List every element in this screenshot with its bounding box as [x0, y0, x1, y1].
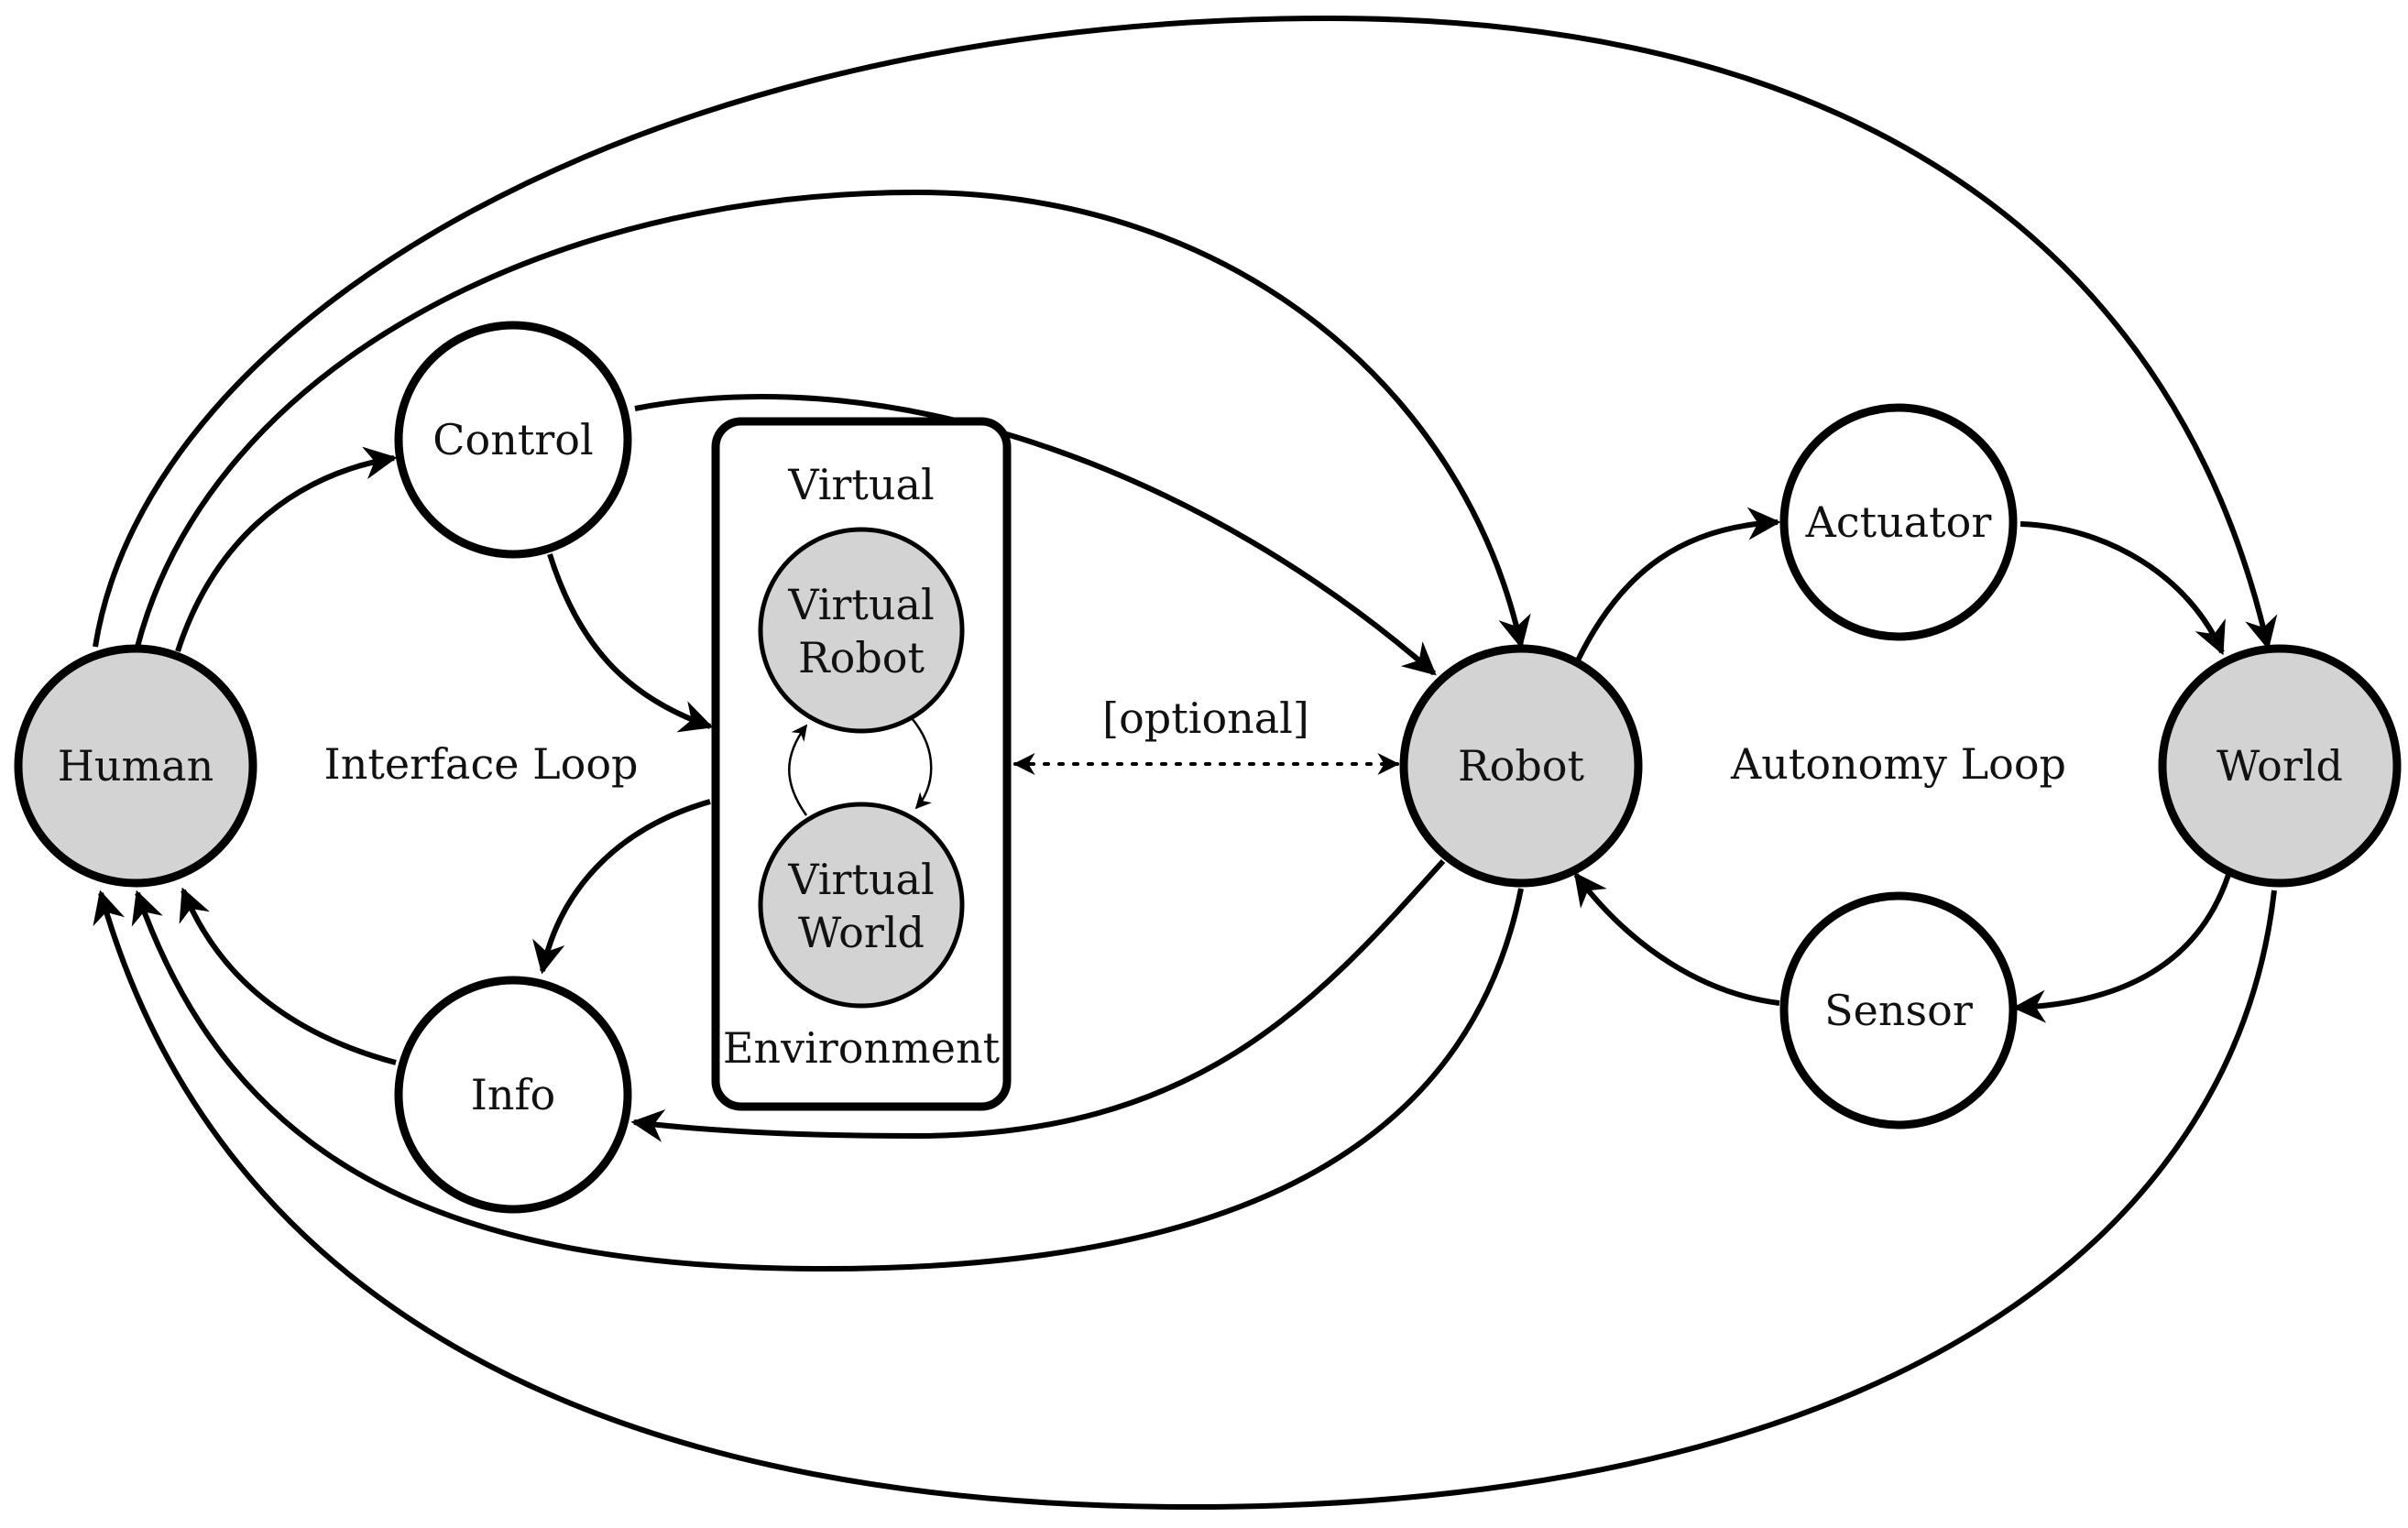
virtual-robot-label-line1: Virtual [787, 580, 934, 629]
virtual-robot-label-line2: Robot [798, 633, 925, 682]
human-label: Human [58, 741, 213, 791]
edge-control-robot [634, 393, 1437, 676]
control-node [394, 321, 632, 559]
edge-info-human [179, 887, 397, 1065]
edge-environment-info [532, 799, 711, 975]
edge-world-human-bottom [93, 890, 2277, 1511]
edge-control-environment [547, 553, 714, 733]
robot-label: Robot [1458, 741, 1584, 791]
edge-actuator-world [2019, 521, 2226, 656]
world-label: World [2216, 741, 2343, 791]
virtual-world-node [758, 802, 965, 1009]
actuator-node [1779, 403, 2018, 641]
info-node [394, 976, 632, 1214]
virtual-world-label-line1: Virtual [787, 855, 934, 904]
control-label: Control [432, 415, 593, 464]
virtual-world-label-line2: World [798, 908, 925, 957]
edge-human-world-top [93, 15, 2278, 650]
info-label: Info [471, 1070, 556, 1119]
edge-world-sensor [2012, 874, 2231, 1023]
optional-label: [optional] [1102, 693, 1309, 743]
environment-bottom-label: Environment [723, 1023, 1001, 1073]
actuator-label: Actuator [1805, 497, 1992, 547]
sensor-label: Sensor [1824, 986, 1973, 1035]
edge-robot-actuator [1573, 507, 1781, 666]
sensor-node [1779, 891, 2018, 1130]
edge-virtual-robot-world [911, 717, 933, 810]
edge-human-control [175, 446, 398, 652]
interface-loop-label: Interface Loop [324, 739, 639, 789]
edge-robot-human-bottom [131, 888, 1524, 1272]
edge-robot-info [630, 858, 1446, 1142]
edge-human-robot-top [135, 189, 1531, 649]
autonomy-loop-label: Autonomy Loop [1730, 739, 2066, 789]
environment-top-label: Virtual [787, 460, 934, 509]
edge-virtual-world-robot [788, 724, 808, 816]
edge-sensor-robot [1573, 872, 1780, 1006]
robot-node [1399, 644, 1643, 888]
world-node [2158, 644, 2402, 888]
virtual-robot-node [758, 527, 965, 734]
human-node [14, 644, 257, 888]
